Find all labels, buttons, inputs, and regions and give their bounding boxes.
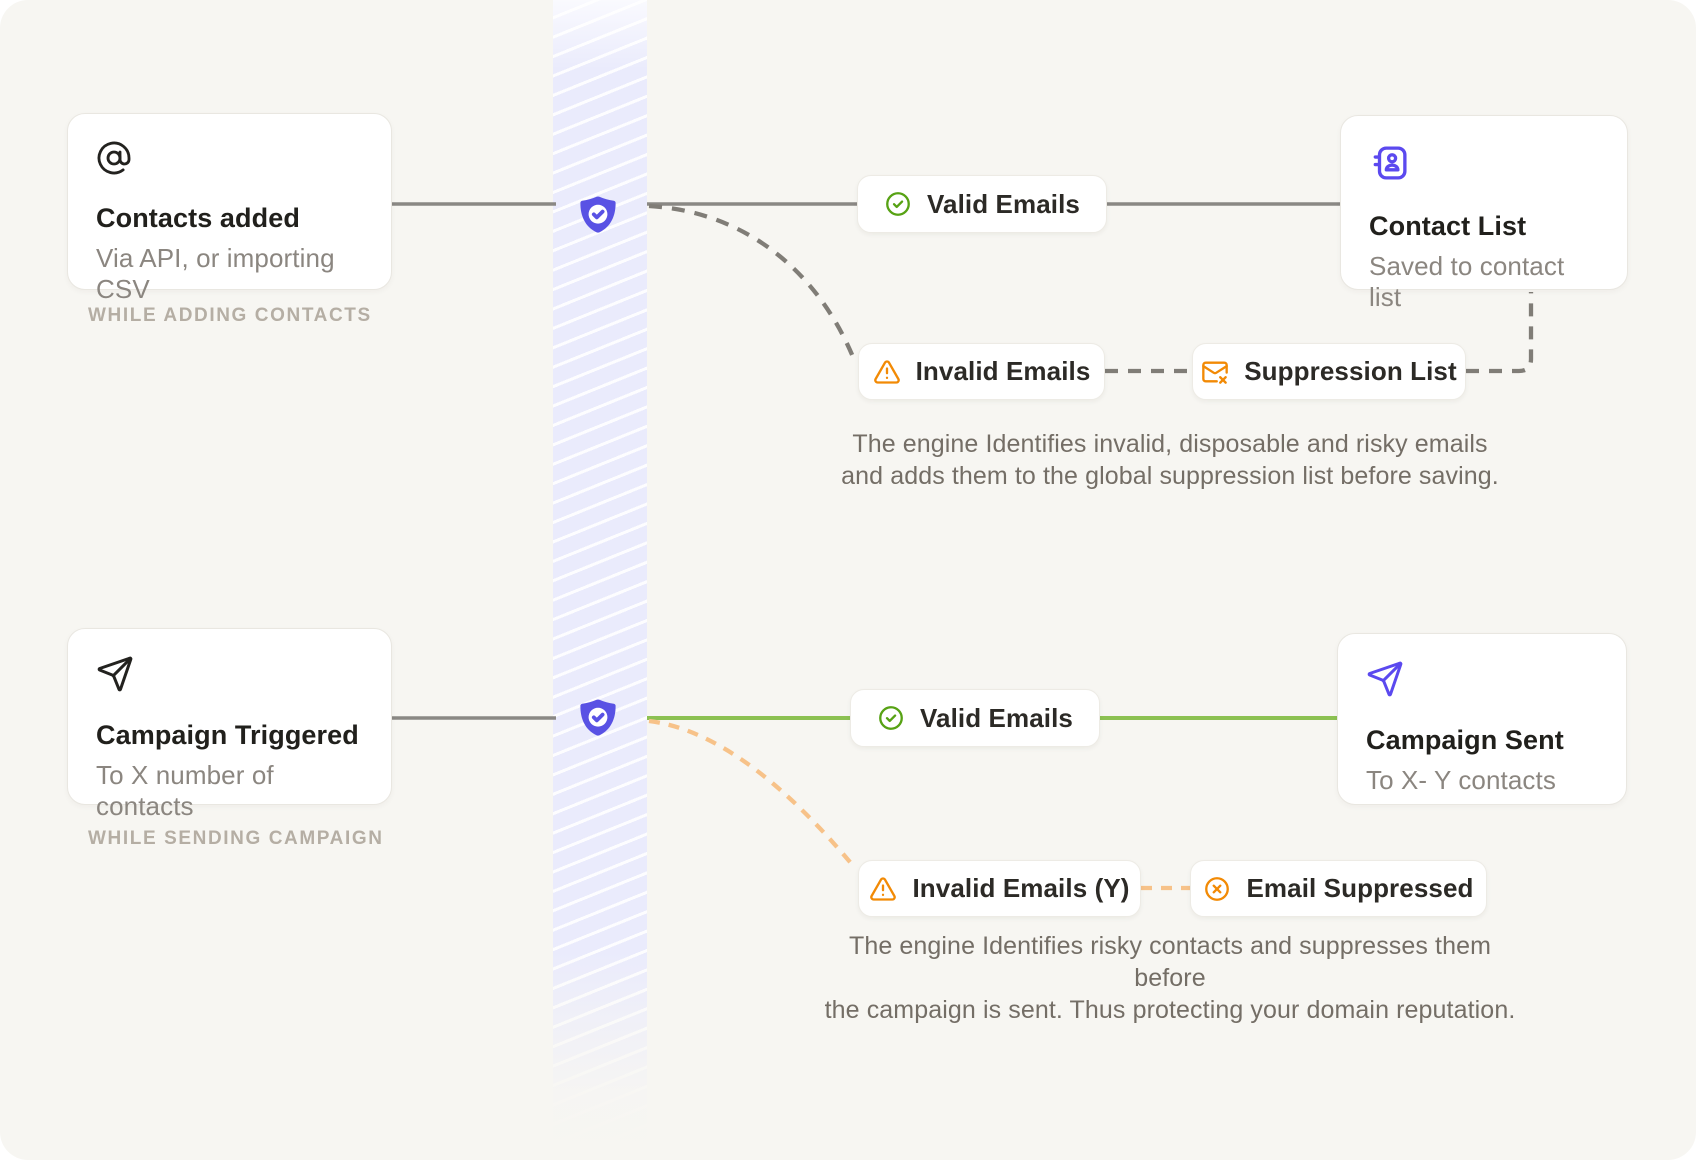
card-contact-list: Contact List Saved to contact list bbox=[1340, 115, 1628, 312]
card-title: Contact List bbox=[1369, 211, 1527, 241]
chip-valid-emails-adding: Valid Emails bbox=[857, 175, 1107, 233]
connector-shield-to-invalid-bottom bbox=[648, 718, 857, 870]
chip-label: Valid Emails bbox=[920, 702, 1073, 733]
chip-email-suppressed: Email Suppressed bbox=[1190, 860, 1487, 917]
connector-shield-to-invalid-top bbox=[648, 203, 855, 358]
card-title: Campaign Triggered bbox=[96, 720, 359, 750]
card-title: Campaign Sent bbox=[1366, 725, 1564, 755]
circle-check-icon bbox=[884, 190, 912, 218]
chip-label: Invalid Emails (Y) bbox=[912, 873, 1130, 903]
contact-book-icon bbox=[1369, 142, 1599, 189]
card-subtitle: To X number of contacts bbox=[96, 760, 274, 821]
section-label-adding: WHILE ADDING CONTACTS bbox=[88, 305, 372, 326]
card-subtitle: Via API, or importing CSV bbox=[96, 243, 335, 304]
note-line: and adds them to the global suppression … bbox=[841, 462, 1499, 490]
mail-x-icon bbox=[1201, 358, 1229, 386]
send-icon bbox=[1366, 660, 1598, 703]
chip-invalid-emails-sending: Invalid Emails (Y) bbox=[858, 860, 1141, 917]
note-line: the campaign is sent. Thus protecting yo… bbox=[824, 996, 1516, 1024]
note-line: The engine Identifies invalid, disposabl… bbox=[852, 430, 1488, 458]
card-subtitle: Saved to contact list bbox=[1369, 251, 1565, 312]
note-sending: The engine Identifies risky contacts and… bbox=[820, 930, 1520, 1026]
card-contacts-added: Contacts added Via API, or importing CSV bbox=[67, 113, 392, 304]
triangle-alert-icon bbox=[873, 358, 901, 386]
verification-band bbox=[553, 0, 647, 1160]
section-label-sending: WHILE SENDING CAMPAIGN bbox=[88, 828, 384, 849]
chip-label: Suppression List bbox=[1244, 356, 1457, 386]
chip-label: Invalid Emails bbox=[915, 356, 1091, 386]
chip-label: Valid Emails bbox=[927, 188, 1080, 219]
card-campaign-sent: Campaign Sent To X- Y contacts bbox=[1337, 633, 1627, 805]
note-adding: The engine Identifies invalid, disposabl… bbox=[820, 428, 1520, 492]
send-icon bbox=[96, 655, 363, 698]
card-campaign-triggered: Campaign Triggered To X number of contac… bbox=[67, 628, 392, 821]
circle-check-icon bbox=[877, 704, 905, 732]
card-title: Contacts added bbox=[96, 203, 300, 233]
circle-x-icon bbox=[1203, 875, 1231, 903]
triangle-alert-icon bbox=[869, 875, 897, 903]
at-sign-icon bbox=[96, 140, 363, 181]
shield-check-icon bbox=[574, 193, 622, 241]
note-line: The engine Identifies risky contacts and… bbox=[848, 932, 1492, 992]
chip-invalid-emails-adding: Invalid Emails bbox=[858, 343, 1105, 400]
shield-check-icon bbox=[574, 696, 622, 744]
chip-valid-emails-sending: Valid Emails bbox=[850, 689, 1100, 747]
connector-suppression-to-contactlist bbox=[1466, 292, 1534, 374]
chip-suppression-list: Suppression List bbox=[1192, 343, 1466, 400]
card-subtitle: To X- Y contacts bbox=[1366, 765, 1556, 795]
chip-label: Email Suppressed bbox=[1246, 873, 1474, 903]
